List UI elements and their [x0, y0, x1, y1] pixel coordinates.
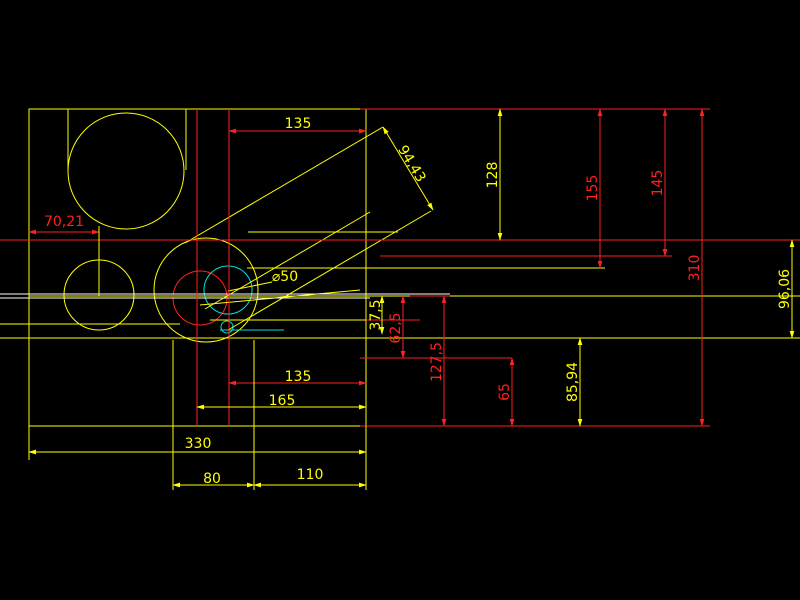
dim-v-145: 145: [650, 108, 668, 257]
dim-v-127-5-label: 127,5: [429, 342, 445, 382]
dim-bottom-330: 330: [28, 426, 367, 490]
dim-diag-label: 94,43: [394, 143, 428, 186]
dim-bottom-80-110: 80 110: [172, 340, 367, 490]
dim-v-96-06: 96,06: [777, 239, 795, 339]
dim-v-62-5-label: 62,5: [388, 312, 404, 343]
large-circle: [153, 237, 259, 343]
dim-v-65-label: 65: [497, 383, 513, 401]
dim-v-310-label: 310: [687, 255, 703, 282]
dim-bottom-135-label: 135: [285, 369, 312, 385]
dim-dia-label: ⌀50: [272, 269, 298, 285]
dim-left-70-21: 70,21: [28, 214, 100, 296]
dim-bottom-80-label: 80: [203, 471, 221, 487]
dim-bottom-330-label: 330: [185, 436, 212, 452]
dim-v-37-5: 37,5: [368, 295, 385, 335]
dim-bottom-135: 135: [228, 369, 367, 386]
dim-v-155-label: 155: [585, 175, 601, 202]
dim-v-96-06-label: 96,06: [777, 269, 793, 309]
dim-v-37-5-label: 37,5: [368, 299, 384, 330]
dim-v-310: 310: [687, 108, 705, 427]
dim-v-145-label: 145: [650, 170, 666, 197]
dim-v-85-94: 85,94: [565, 337, 583, 427]
dim-v-128: 128: [485, 108, 503, 241]
upper-circle: [67, 112, 185, 230]
dim-bottom-165-label: 165: [269, 393, 296, 409]
dim-v-155: 155: [585, 108, 603, 269]
inclined-arm: [184, 126, 605, 331]
dim-v-85-94-label: 85,94: [565, 362, 581, 402]
dim-v-62-5: 62,5: [388, 295, 406, 359]
dim-top-135-label: 135: [285, 116, 312, 132]
dim-v-128-label: 128: [485, 162, 501, 189]
dim-bottom-165: 165: [196, 393, 367, 410]
dim-top-135: 135: [228, 116, 367, 134]
dim-v-65: 65: [497, 357, 515, 427]
centerlines: [0, 293, 450, 299]
dim-v-127-5: 127,5: [429, 295, 447, 427]
dim-diameter-50: ⌀50: [272, 269, 298, 285]
dim-left-label: 70,21: [44, 214, 84, 230]
dim-bottom-110-label: 110: [297, 467, 324, 483]
dim-diag-94-43: 94,43: [382, 126, 434, 211]
